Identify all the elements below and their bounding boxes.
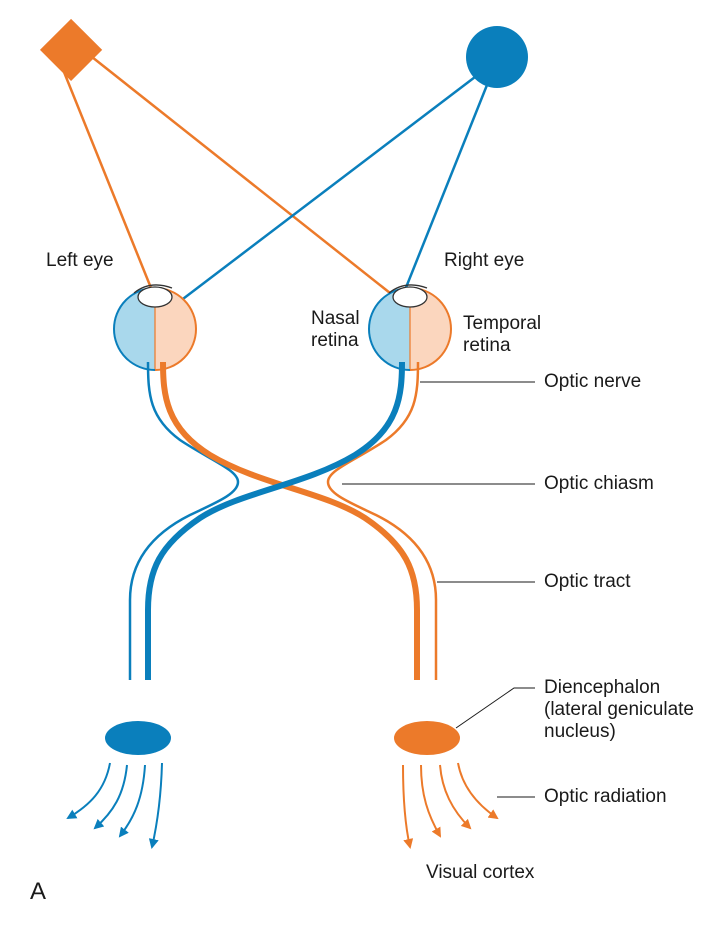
- right-eye-nasal-half: [369, 288, 410, 370]
- optic-radiation-fibre: [420, 764, 441, 838]
- diencephalon-line-1: Diencephalon: [544, 677, 661, 698]
- right-eye-label: Right eye: [444, 250, 525, 271]
- ray-orange-to-right-eye: [91, 56, 445, 337]
- right-eye-temporal-half: [410, 288, 451, 370]
- left-eye-outline-temporal: [154, 287, 197, 371]
- optic-radiation-fibre: [93, 764, 128, 830]
- right-eye-outline-nasal: [368, 287, 411, 371]
- left-eye-outline-nasal: [113, 287, 156, 371]
- nasal-retina-label: Nasal retina: [311, 308, 360, 352]
- optic-radiation-fibre: [118, 764, 146, 838]
- left-nasal-fibre-crossing: [160, 361, 420, 680]
- optic-radiation-fibre: [402, 764, 414, 849]
- diencephalon-line-2: (lateral geniculate: [544, 699, 694, 720]
- right-lateral-geniculate-nucleus: [394, 721, 460, 755]
- temporal-retina-line-1: Temporal: [463, 313, 542, 334]
- optic-radiation-fibre: [457, 762, 499, 820]
- temporal-retina-label: Temporal retina: [463, 313, 541, 357]
- orange-diamond-icon: [39, 18, 103, 82]
- optic-chiasm-label: Optic chiasm: [544, 473, 654, 494]
- visual-cortex-label: Visual cortex: [426, 862, 535, 883]
- blue-circle-icon: [466, 26, 528, 88]
- right-eye-cornea: [388, 284, 428, 294]
- diencephalon-label: Diencephalon (lateral geniculate nucleus…: [544, 677, 694, 743]
- optic-radiation-label: Optic radiation: [544, 786, 667, 807]
- right-temporal-fibre-uncrossed: [326, 361, 438, 680]
- right-eye-lens: [392, 286, 428, 308]
- panel-letter: A: [30, 878, 47, 905]
- right-nasal-fibre-crossing: [145, 361, 405, 680]
- left-eye-lens: [137, 286, 173, 308]
- diencephalon-pointer: [455, 687, 535, 729]
- left-eye-label: Left eye: [46, 250, 114, 271]
- optic-tract-label: Optic tract: [544, 571, 631, 592]
- left-lateral-geniculate-nucleus: [105, 721, 171, 755]
- optic-radiation-fibre: [148, 762, 163, 849]
- optic-radiation-fibre: [66, 762, 111, 820]
- left-eye-nasal-half: [114, 288, 155, 370]
- nasal-retina-line-2: retina: [311, 330, 359, 351]
- left-eye-cornea: [133, 284, 173, 294]
- right-eye: [368, 284, 452, 371]
- left-eye: [113, 284, 197, 371]
- left-eye-temporal-half: [155, 288, 196, 370]
- optic-radiation-fibre: [439, 764, 472, 830]
- temporal-retina-line-2: retina: [463, 335, 511, 356]
- diencephalon-line-3: nucleus): [544, 721, 616, 742]
- left-temporal-fibre-uncrossed: [128, 361, 240, 680]
- right-eye-outline-temporal: [409, 287, 452, 371]
- nasal-retina-line-1: Nasal: [311, 308, 360, 329]
- optic-nerve-label: Optic nerve: [544, 371, 642, 392]
